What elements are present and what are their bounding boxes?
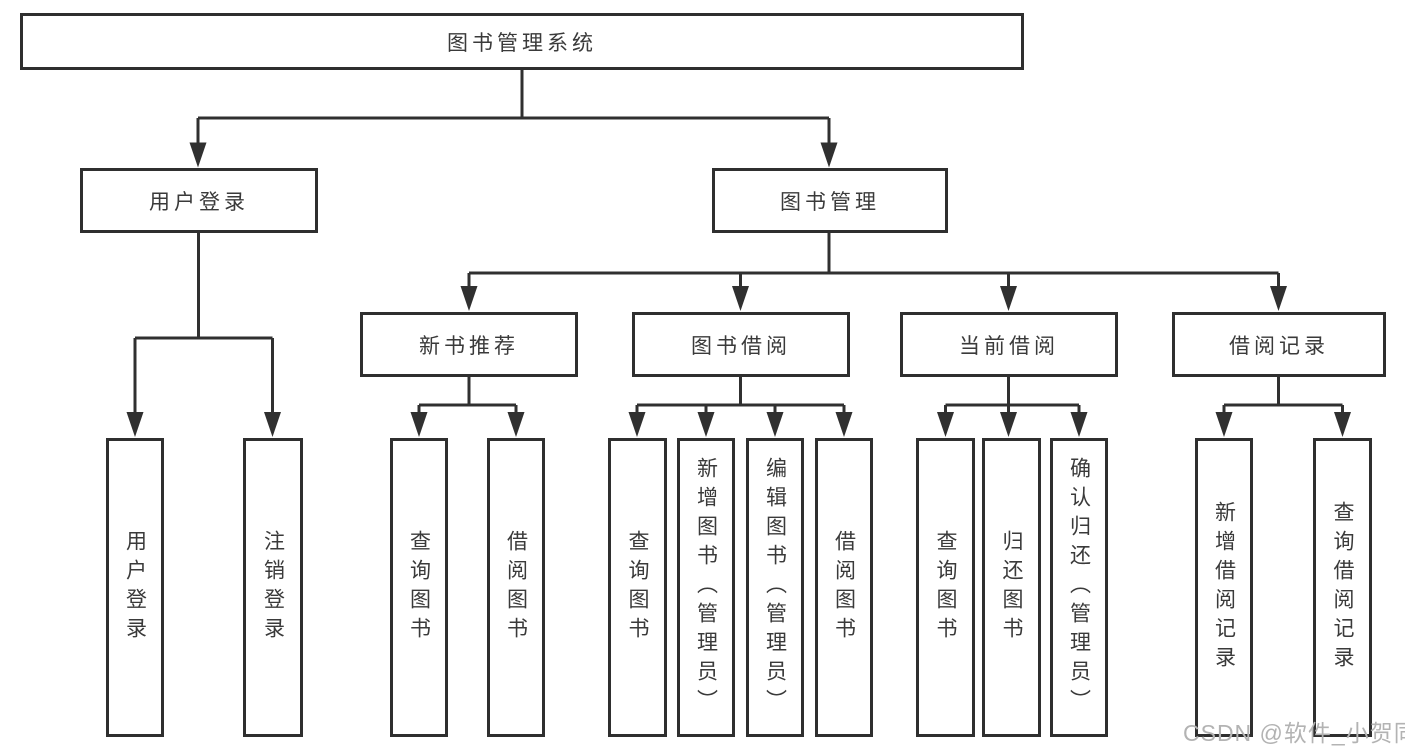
csdn-watermark: CSDN @软件_小贺同学 xyxy=(1183,720,1405,746)
arrowhead xyxy=(1070,412,1088,437)
arrowhead xyxy=(1000,412,1017,437)
leaf-query-books-borrow: 查询图书 xyxy=(608,438,667,737)
node-book-borrowing: 图书借阅 xyxy=(632,312,850,377)
connector-new-book-to-leaves xyxy=(417,377,518,416)
arrowhead xyxy=(835,412,853,437)
arrowhead xyxy=(1334,412,1351,437)
arrowheads xyxy=(126,142,1351,437)
connector-book-borrow-to-leaves xyxy=(635,377,846,416)
arrowhead xyxy=(628,412,646,437)
connector-book-mgmt-to-level3 xyxy=(467,233,1280,289)
arrowhead xyxy=(264,412,281,437)
leaf-add-borrow-record: 新增借阅记录 xyxy=(1195,438,1253,737)
arrowhead xyxy=(820,142,838,168)
connector-user-login-to-leaves xyxy=(133,233,274,416)
node-book-management: 图书管理 xyxy=(712,168,948,233)
connector-borrow-record-to-leaves xyxy=(1222,377,1344,416)
arrowhead xyxy=(460,286,478,311)
leaf-borrow-books-recommend: 借阅图书 xyxy=(487,438,545,737)
arrowhead xyxy=(507,412,525,437)
leaf-user-login: 用户登录 xyxy=(106,438,164,737)
node-new-book-recommendation: 新书推荐 xyxy=(360,312,578,377)
arrowhead xyxy=(937,412,954,437)
connector-root-to-level2 xyxy=(196,69,831,146)
leaf-confirm-return-admin: 确认归还（管理员） xyxy=(1050,438,1108,737)
arrowhead xyxy=(1215,412,1233,437)
leaf-add-books-admin: 新增图书（管理员） xyxy=(677,438,735,737)
arrowhead xyxy=(126,412,144,437)
arrowhead xyxy=(697,412,715,437)
leaf-query-borrow-record: 查询借阅记录 xyxy=(1313,438,1372,737)
node-current-borrowing: 当前借阅 xyxy=(900,312,1118,377)
leaf-borrow-books: 借阅图书 xyxy=(815,438,873,737)
node-borrowing-records: 借阅记录 xyxy=(1172,312,1386,377)
arrowhead xyxy=(766,412,784,437)
arrowhead xyxy=(410,412,428,437)
node-user-login: 用户登录 xyxy=(80,168,318,233)
node-library-management-system: 图书管理系统 xyxy=(20,13,1024,70)
arrowhead xyxy=(732,286,749,311)
leaf-query-books-recommend: 查询图书 xyxy=(390,438,448,737)
leaf-logout: 注销登录 xyxy=(243,438,303,737)
arrowhead xyxy=(1000,286,1017,311)
leaf-return-books: 归还图书 xyxy=(982,438,1041,737)
connector-current-borrow-to-leaves xyxy=(944,377,1081,416)
leaf-query-books-current: 查询图书 xyxy=(916,438,975,737)
arrowhead xyxy=(189,142,207,168)
leaf-edit-books-admin: 编辑图书（管理员） xyxy=(746,438,804,737)
arrowhead xyxy=(1270,286,1287,311)
